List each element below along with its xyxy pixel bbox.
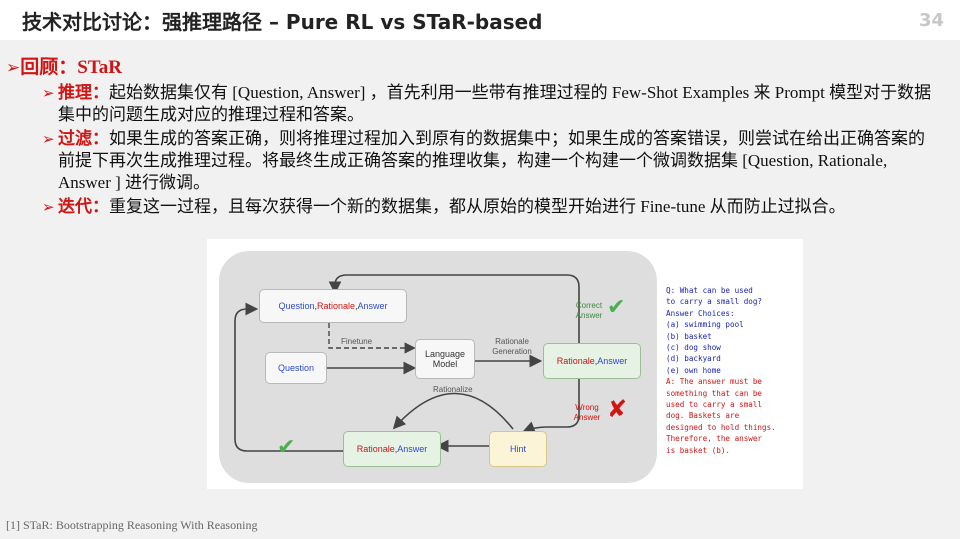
bullet-text: 起始数据集仅有 [Question, Answer] ，首先利用一些带有推理过程… [58,83,932,124]
arrow-icon: ➢ [6,58,21,78]
node-text-lm: Language Model [424,349,466,369]
node-hint: Hint [489,431,547,467]
node-text-sep: , [355,301,358,311]
star-figure: Question, Rationale, Answer Question Lan… [207,239,803,489]
bullet-reasoning: ➢ 推理：起始数据集仅有 [Question, Answer] ，首先利用一些带… [42,82,938,126]
diagram-arrows [234,274,580,453]
node-text-rationale: Rationale [556,356,595,366]
bullet-iterate: ➢ 迭代：重复这一过程，且每次获得一个新的数据集，都从原始的模型开始进行 Fin… [42,196,938,218]
node-language-model: Language Model [415,339,475,379]
bullet-text: 重复这一过程，且每次获得一个新的数据集，都从原始的模型开始进行 Fine-tun… [109,197,846,216]
page-number: 34 [918,10,944,31]
check-icon: ✔ [277,435,296,460]
slide-title: 技术对比讨论：强推理路径 – Pure RL vs STaR-based [22,10,543,34]
qa-line: Q: What can be used [666,286,753,295]
node-rationale-answer-right: Rationale, Answer [543,343,641,379]
cross-icon: ✘ [607,395,628,423]
bullet-label: 迭代： [58,197,109,216]
qa-line: is basket (b). [666,445,731,455]
arrow-icon: ➢ [42,130,55,148]
qa-line: to carry a small dog? [666,297,763,307]
bullet-label: 过滤： [58,129,109,148]
node-text-answer: Answer [397,444,428,454]
bullet-label: 推理： [58,83,109,102]
qa-line: (a) swimming pool [666,320,744,330]
node-text-answer: Answer [597,356,628,366]
qa-example: Q: What can be used to carry a small dog… [666,285,806,456]
arrow-icon: ➢ [42,84,55,102]
section-label: 回顾：STaR [20,57,122,78]
section-heading: ➢回顾：STaR [6,52,122,79]
qa-line: dog. Baskets are [666,411,740,421]
node-rationale-answer-bottom: Rationale, Answer [343,431,441,467]
node-text-sep: , [314,301,317,311]
check-icon: ✔ [607,295,626,320]
header-bar: 技术对比讨论：强推理路径 – Pure RL vs STaR-based 34 [0,0,960,40]
node-text-question: Question [277,363,315,373]
qa-line: (d) backyard [666,354,721,364]
qa-line: designed to hold things. [666,422,776,432]
label-finetune: Finetune [341,337,373,346]
qa-line: (e) own home [666,365,721,375]
qa-line: (c) dog show [666,343,721,353]
label-rationale-generation: Rationale Generation [492,337,532,356]
node-text-question: Question [278,301,315,311]
node-text-sep: , [594,356,598,366]
bullet-list: ➢ 推理：起始数据集仅有 [Question, Answer] ，首先利用一些带… [42,82,938,220]
node-text-hint: Hint [509,444,526,454]
qa-line: Therefore, the answer [666,434,763,444]
node-text-rationale: Rationale [356,444,395,454]
label-wrong-answer: Wrong Answer [573,403,601,422]
bullet-text: 如果生成的答案正确，则将推理过程加入到原有的数据集中；如果生成的答案错误，则尝试… [58,129,925,192]
qa-line: used to carry a small [666,400,763,410]
qa-line: Answer Choices: [666,308,735,318]
node-text-answer: Answer [357,301,388,311]
node-question: Question [265,352,327,384]
label-correct-answer: Correct Answer [575,301,603,320]
footnote: [1] STaR: Bootstrapping Reasoning With R… [6,518,258,532]
node-question-rationale-answer: Question, Rationale, Answer [259,289,407,323]
bullet-filter: ➢ 过滤：如果生成的答案正确，则将推理过程加入到原有的数据集中；如果生成的答案错… [42,128,938,194]
qa-line: A: The answer must be [666,377,763,387]
arrow-icon: ➢ [42,198,55,216]
qa-line: something that can be [666,388,763,398]
qa-line: (b) basket [666,331,712,341]
node-text-sep: , [394,444,398,454]
label-rationalize: Rationalize [433,385,473,394]
node-text-rationale: Rationale [316,301,356,311]
